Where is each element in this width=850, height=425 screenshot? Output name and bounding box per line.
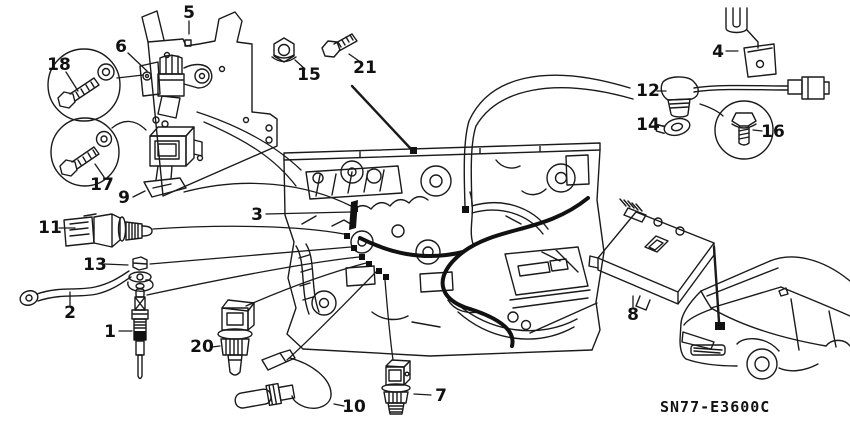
- car-outline: [679, 256, 850, 380]
- speed-sensor-part: [660, 76, 830, 118]
- callout-6-label: 6: [115, 37, 127, 57]
- callout-21-label: 21: [353, 58, 377, 78]
- callout-10-label: 10: [342, 397, 366, 417]
- callout-3-label: 3: [251, 205, 263, 225]
- callout-13-label: 13: [83, 255, 107, 275]
- callout-17-label: 17: [90, 175, 114, 195]
- callout-labels: 1 2 3 4 5 6 7 8 9 10 11 12 13 14 15 16 1…: [38, 3, 785, 417]
- pulse-sensor-part: [234, 349, 332, 409]
- flange-nut-part: [271, 37, 297, 63]
- map-sensor-part: [143, 126, 203, 198]
- glow-plug-part: [131, 288, 149, 380]
- callout-14-label: 14: [636, 115, 660, 135]
- bolt-detail-16: [714, 100, 774, 160]
- fork-bracket-part: [725, 7, 777, 78]
- callout-4-label: 4: [712, 42, 724, 62]
- ground-cable-part: [19, 270, 154, 306]
- oil-pressure-switch-part: [381, 359, 411, 415]
- callout-3-arrow: [349, 200, 358, 230]
- bolt-21-part: [321, 33, 358, 58]
- diagram-part-code: SN77-E3600C: [660, 398, 770, 416]
- callout-8-label: 8: [627, 305, 639, 325]
- callout-1-label: 1: [104, 322, 116, 342]
- callout-leaders: [58, 20, 763, 407]
- callout-7-label: 7: [435, 386, 447, 406]
- engine-bay-sketch: [283, 74, 634, 357]
- harness-clamp-part: [654, 117, 691, 137]
- solenoid-valve-part: [139, 54, 213, 128]
- callout-12-label: 12: [636, 81, 660, 101]
- bolt-washer-detail-17: [50, 117, 147, 187]
- bolt-washer-detail-18: [47, 48, 144, 122]
- callout-5-label: 5: [183, 3, 195, 23]
- callout-18-label: 18: [47, 55, 71, 75]
- mount-bracket-part: [141, 10, 278, 197]
- callout-2-label: 2: [64, 303, 76, 323]
- callout-16-label: 16: [761, 122, 785, 142]
- callout-9-label: 9: [118, 188, 130, 208]
- nut-13-part: [132, 256, 148, 271]
- callout-20-label: 20: [190, 337, 214, 357]
- ecu-part: [588, 198, 721, 324]
- temp-sensor-20-part: [217, 299, 255, 376]
- leader-curves: [146, 111, 469, 361]
- callout-11-label: 11: [38, 218, 62, 238]
- temp-sensor-11-part: [63, 213, 153, 248]
- callout-15-label: 15: [297, 65, 321, 85]
- ecu-location-marker: [715, 322, 725, 330]
